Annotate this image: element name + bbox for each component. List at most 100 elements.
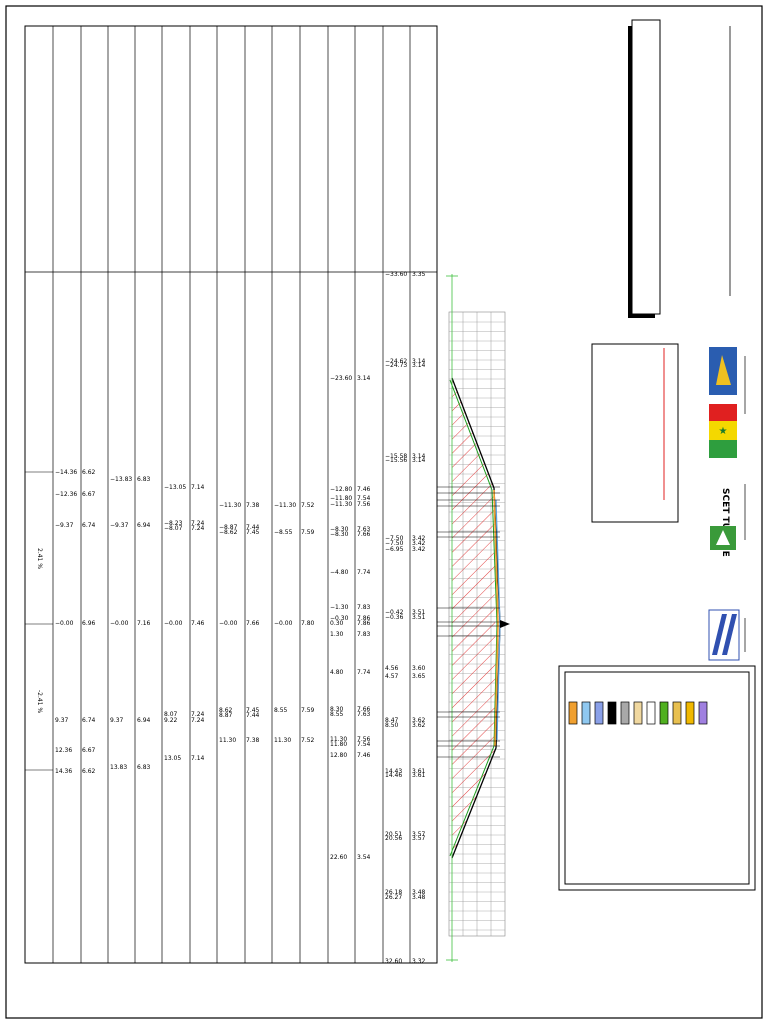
elevation-value: 3.14 [412,362,426,369]
offset-value: −0.36 [385,614,404,621]
offset-value: 0.30 [330,620,344,627]
elevation-value: 6.62 [82,768,96,775]
legend-swatch [685,701,695,725]
elevation-value: 3.48 [412,894,426,901]
offset-value: −7.50 [385,535,404,542]
elevation-value: 7.14 [191,484,205,491]
offset-value: 32.60 [385,958,402,965]
elevation-value: 3.61 [412,772,426,779]
cross-section-profile [437,274,510,962]
offset-value: 4.56 [385,665,399,672]
offset-value: −0.00 [274,620,293,627]
offset-value: 8.87 [219,712,233,719]
elevation-value: 6.96 [82,620,96,627]
offset-value: 14.46 [385,772,402,779]
offset-value: 20.56 [385,835,402,842]
elevation-value: 3.51 [412,614,426,621]
legend-swatch [607,701,617,725]
elevation-value: 3.35 [412,271,426,278]
offset-value: 8.50 [385,722,399,729]
offset-value: 26.18 [385,889,402,896]
offset-value: 9.37 [55,717,69,724]
offset-value: 13.83 [110,764,127,771]
offset-value: 12.80 [330,752,347,759]
elevation-value: 6.83 [137,476,151,483]
offset-value: −0.00 [164,620,183,627]
elevation-value: 7.45 [246,529,260,536]
legend-swatch [672,701,682,725]
elevation-value: 3.48 [412,889,426,896]
sheet-border [5,5,763,1019]
elevation-value: 6.83 [137,764,151,771]
offset-value: 26.27 [385,894,402,901]
offset-value: 14.43 [385,768,402,775]
elevation-value: 7.59 [301,707,315,714]
offset-value: 8.30 [330,706,344,713]
elevation-value: 3.14 [412,453,426,460]
elevation-value: 3.42 [412,535,426,542]
elevation-value: 6.67 [82,491,96,498]
offset-value: −33.60 [385,271,407,278]
offset-value: −13.83 [110,476,132,483]
elevation-value: 3.14 [412,457,426,464]
elevation-value: 7.74 [357,569,371,576]
elevation-value: 7.16 [137,620,151,627]
offset-value: −8.87 [219,524,238,531]
elevation-value: 7.46 [357,752,371,759]
pavement-layer-green [449,379,498,857]
elevation-value: 7.56 [357,501,371,508]
offset-value: 8.62 [219,707,233,714]
elevation-value: 7.83 [357,604,371,611]
legend-swatch [581,701,591,725]
elevation-value: 7.45 [246,707,260,714]
offset-value: −0.00 [219,620,238,627]
offset-value: 4.57 [385,673,399,680]
offset-value: 8.55 [330,711,344,718]
elevation-value: 7.24 [191,711,205,718]
elevation-value: 3.32 [412,958,426,965]
elevation-value: 7.52 [301,737,315,744]
offset-value: 9.22 [164,717,178,724]
svg-text:★: ★ [719,426,728,437]
offset-value: −8.62 [219,529,238,536]
legend-swatch [659,701,669,725]
offset-value: −0.30 [330,615,349,622]
slope-label-top: 2.41 % [36,548,43,569]
elevation-value: 7.66 [246,620,260,627]
offset-value: 12.36 [55,747,72,754]
elevation-value: 3.65 [412,673,426,680]
offset-value: −11.30 [274,502,296,509]
elevation-value: 3.60 [412,665,426,672]
senegal-flag: ★ [709,404,737,458]
offset-value: −11.80 [330,495,352,502]
elevation-value: 7.24 [191,717,205,724]
elevation-value: 7.52 [301,502,315,509]
offset-value: 11.30 [219,737,236,744]
offset-value: −0.00 [110,620,129,627]
offset-value: −23.60 [330,375,352,382]
legend-swatch [568,701,578,725]
offset-value: −12.36 [55,491,77,498]
elevation-value: 7.44 [246,712,260,719]
offset-value: 11.30 [330,736,347,743]
offset-value: 20.51 [385,831,402,838]
elevation-value: 6.74 [82,522,96,529]
elevation-value: 6.94 [137,522,151,529]
elevation-value: 3.57 [412,831,426,838]
elevation-value: 3.42 [412,546,426,553]
offset-value: −7.50 [385,540,404,547]
elevation-value: 7.86 [357,615,371,622]
offset-value: −8.30 [330,531,349,538]
elevation-value: 7.38 [246,737,260,744]
offset-value: −13.05 [164,484,186,491]
elevation-value: 7.24 [191,520,205,527]
elevation-value: 7.80 [301,620,315,627]
offset-value: −24.62 [385,358,407,365]
offset-value: −15.58 [385,453,407,460]
elevation-value: 6.62 [82,469,96,476]
offset-value: −0.00 [55,620,74,627]
elevation-value: 7.46 [357,486,371,493]
offset-value: −0.42 [385,609,404,616]
elevation-value: 6.94 [137,717,151,724]
